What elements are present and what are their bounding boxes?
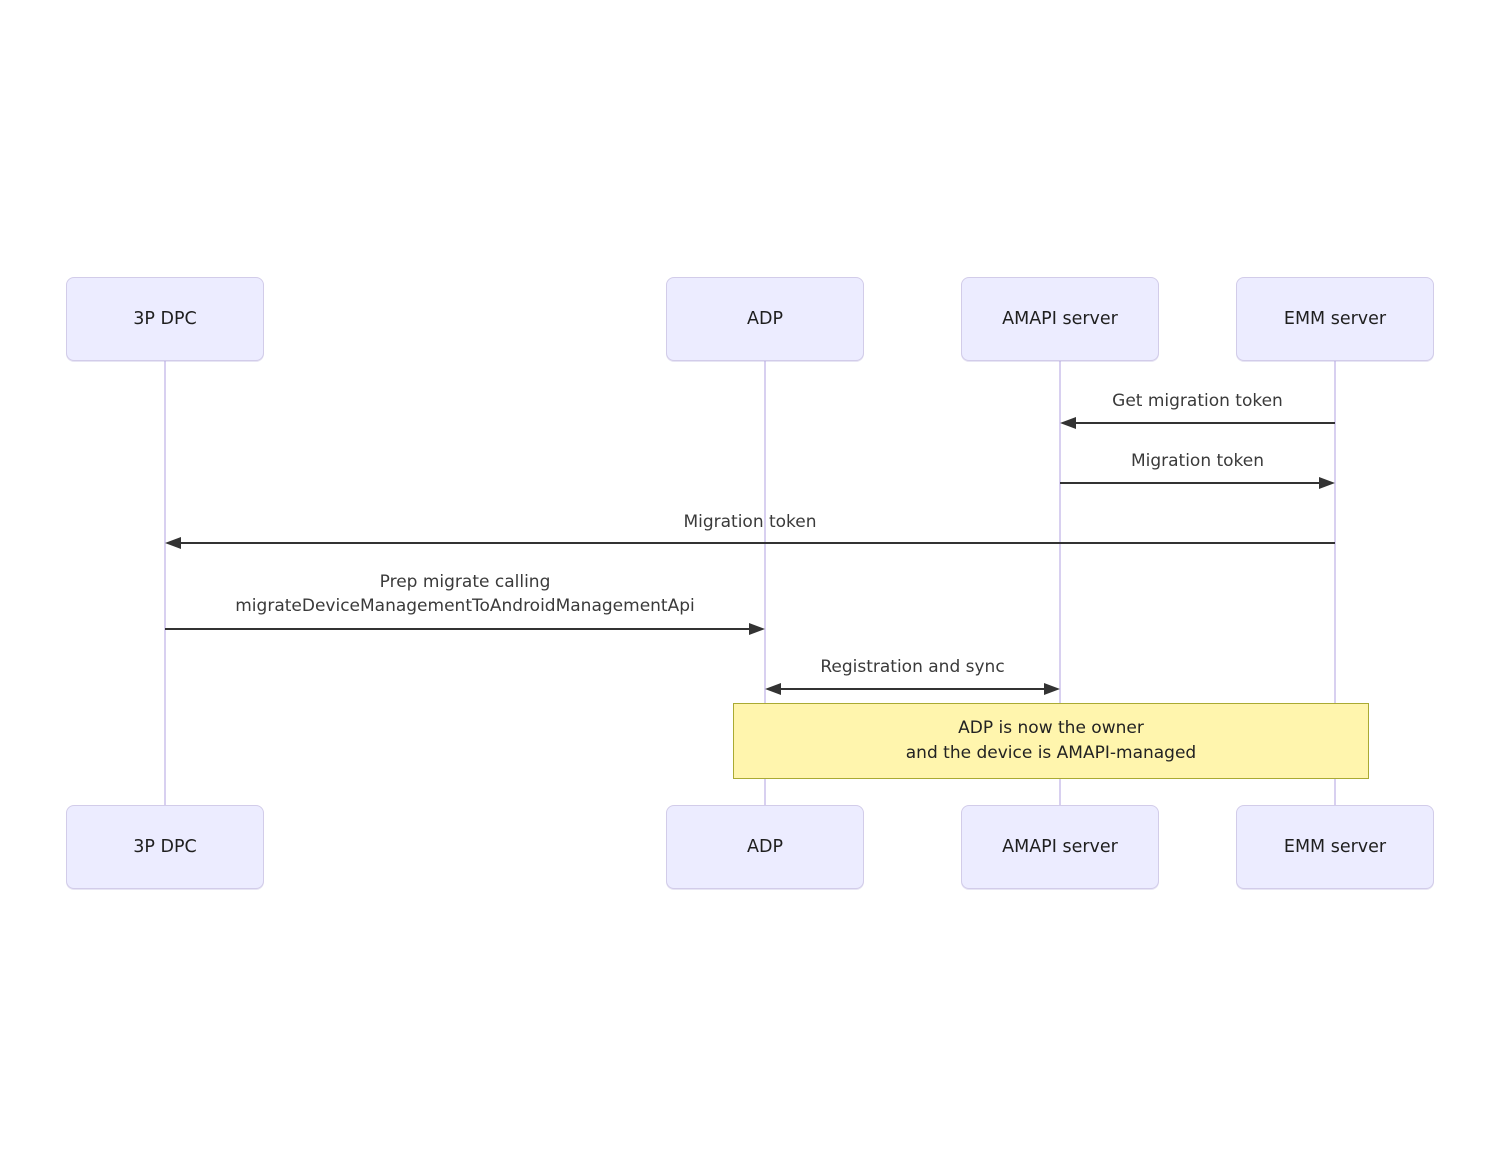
- actor-top-amapi-server: AMAPI server: [961, 277, 1159, 361]
- message-line-migration-token-to-emm: [1060, 482, 1321, 484]
- message-line-registration-and-sync: [779, 688, 1046, 690]
- message-line-migration-token-to-dpc: [169, 542, 1335, 544]
- message-line-get-migration-token: [1064, 422, 1335, 424]
- arrowhead-left-icon: [1060, 417, 1076, 429]
- actor-top-emm-server: EMM server: [1236, 277, 1434, 361]
- actor-top-adp: ADP: [666, 277, 864, 361]
- message-label-migration-token-to-emm: Migration token: [1130, 451, 1265, 471]
- message-label-prep-migrate: Prep migrate calling migrateDeviceManage…: [165, 570, 765, 618]
- actor-bottom-adp: ADP: [666, 805, 864, 889]
- lifeline-3p-dpc: [164, 361, 166, 805]
- actor-top-3p-dpc: 3P DPC: [66, 277, 264, 361]
- message-label-registration-and-sync: Registration and sync: [820, 657, 1005, 677]
- actor-label-amapi-server: AMAPI server: [1002, 309, 1118, 329]
- actor-label-emm-server: EMM server: [1283, 837, 1387, 857]
- actor-label-3p-dpc: 3P DPC: [133, 309, 197, 329]
- arrowhead-right-icon: [1319, 477, 1335, 489]
- actor-label-amapi-server: AMAPI server: [1002, 837, 1118, 857]
- note-line2: and the device is AMAPI-managed: [905, 743, 1197, 763]
- message-label-get-migration-token: Get migration token: [1112, 391, 1283, 411]
- message-label-prep-migrate-line1: Prep migrate calling: [379, 572, 551, 592]
- actor-label-3p-dpc: 3P DPC: [133, 837, 197, 857]
- actor-label-adp: ADP: [747, 309, 783, 329]
- arrowhead-right-icon: [1044, 683, 1060, 695]
- arrowhead-right-icon: [749, 623, 765, 635]
- note-line1: ADP is now the owner: [958, 718, 1144, 738]
- arrowhead-left-icon: [165, 537, 181, 549]
- note-adp-owner: ADP is now the owner and the device is A…: [733, 703, 1369, 779]
- actor-bottom-3p-dpc: 3P DPC: [66, 805, 264, 889]
- actor-bottom-amapi-server: AMAPI server: [961, 805, 1159, 889]
- actor-label-emm-server: EMM server: [1283, 309, 1387, 329]
- lifeline-adp: [764, 361, 766, 805]
- lifeline-emm-server: [1334, 361, 1336, 805]
- message-label-migration-token-to-dpc: Migration token: [683, 512, 817, 532]
- arrowhead-left-icon: [765, 683, 781, 695]
- actor-label-adp: ADP: [747, 837, 783, 857]
- message-line-prep-migrate: [165, 628, 751, 630]
- message-label-prep-migrate-line2: migrateDeviceManagementToAndroidManageme…: [235, 596, 695, 616]
- lifeline-amapi-server: [1059, 361, 1061, 805]
- actor-bottom-emm-server: EMM server: [1236, 805, 1434, 889]
